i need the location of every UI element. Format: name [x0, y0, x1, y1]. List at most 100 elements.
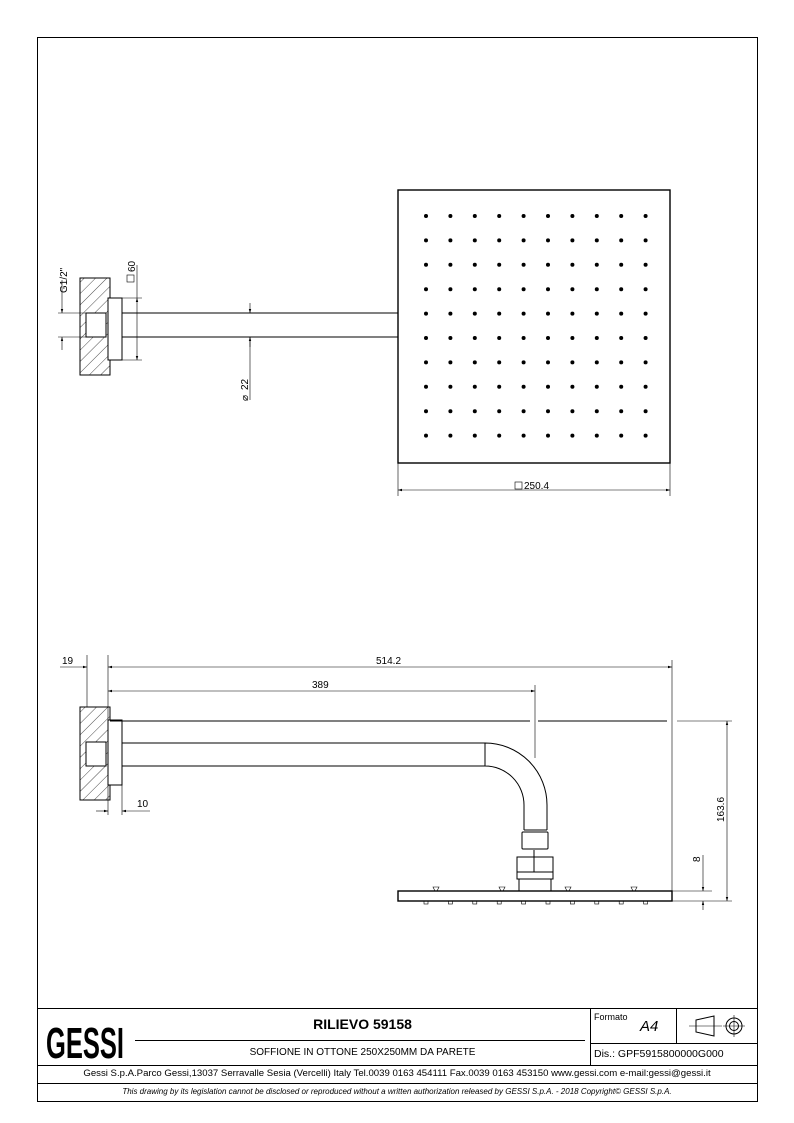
nozzle-dot	[521, 409, 526, 414]
nozzle-dot	[424, 311, 428, 316]
nozzle-dot	[594, 238, 599, 243]
nozzle-stud	[643, 900, 648, 905]
flange-dimension: 60	[127, 260, 138, 272]
nozzle-dot	[472, 433, 477, 438]
nozzle-dot	[424, 238, 428, 243]
nozzle-stud	[594, 900, 600, 905]
projection-symbol-icon	[689, 1015, 745, 1037]
copyright-disclaimer: This drawing by its legislation cannot b…	[122, 1087, 672, 1096]
nozzle-dot	[497, 262, 502, 267]
nozzle-dot	[643, 238, 648, 243]
nozzle-dot	[643, 360, 648, 365]
gessi-logo: GESSI	[46, 1019, 124, 1068]
nozzle-dot	[570, 287, 575, 292]
drawing-title: RILIEVO 59158	[313, 1016, 412, 1032]
nozzle-dot	[448, 409, 453, 414]
top-stud	[564, 886, 572, 892]
nozzle-dot	[619, 311, 624, 316]
nozzle-dot	[619, 384, 624, 389]
nozzle-dot	[448, 311, 453, 316]
arm-length-dimension: 389	[312, 680, 329, 691]
nozzle-dot	[594, 262, 599, 267]
nozzle-dot	[643, 384, 648, 389]
nozzle-dot	[472, 409, 477, 414]
nozzle-dot	[594, 409, 599, 414]
nozzle-dot	[497, 238, 502, 243]
nozzle-dot	[643, 409, 648, 414]
nozzle-dot	[521, 433, 526, 438]
nozzle-dot	[619, 214, 624, 218]
shower-arm	[122, 742, 548, 831]
nozzle-dot	[497, 287, 502, 292]
nozzle-dot	[472, 238, 477, 243]
total-length-dimension: 514.2	[376, 656, 401, 667]
head-size-dimension: 250.4	[524, 481, 549, 492]
nozzle-dot	[619, 433, 624, 438]
company-info: Gessi S.p.A.Parco Gessi,13037 Serravalle…	[83, 1068, 711, 1079]
nozzle-dot	[424, 360, 428, 365]
nozzle-dot	[570, 384, 575, 389]
nozzle-dot	[619, 262, 624, 267]
top-stud	[432, 886, 440, 892]
drawing-subtitle: SOFFIONE IN OTTONE 250X250MM DA PARETE	[249, 1047, 476, 1058]
nozzle-dot	[570, 262, 575, 267]
nozzle-stud	[472, 900, 478, 905]
nozzle-dot	[472, 311, 477, 316]
nozzle-dot	[521, 360, 526, 365]
nozzle-dot	[521, 336, 526, 340]
pipe-diameter-dimension: 22	[240, 378, 251, 390]
nozzle-dot	[521, 384, 526, 389]
nozzle-dot	[570, 238, 575, 243]
nozzle-dot	[448, 336, 453, 340]
nozzle-dot	[448, 433, 453, 438]
nozzle-dot	[643, 433, 648, 438]
nozzle-dot	[570, 214, 575, 218]
square-symbol-icon	[126, 274, 135, 283]
nozzle-stud	[423, 900, 429, 905]
nozzle-dot	[424, 433, 428, 438]
nozzle-dot	[521, 238, 526, 243]
nozzle-dot	[643, 336, 648, 340]
nozzle-dot	[497, 384, 502, 389]
drawing-frame	[37, 37, 758, 1102]
nozzle-stud	[521, 900, 526, 905]
nozzle-dot	[424, 409, 428, 414]
nozzle-dot	[521, 287, 526, 292]
square-symbol-icon	[514, 481, 523, 490]
nozzle-dot	[546, 214, 550, 218]
nozzle-stud	[618, 900, 624, 905]
nozzle-dot	[546, 311, 550, 316]
nozzle-dot	[594, 384, 599, 389]
nozzle-stud	[448, 900, 453, 905]
nozzle-dot	[472, 336, 477, 340]
top-stud	[498, 886, 506, 892]
nozzle-dot	[619, 360, 624, 365]
diameter-symbol-icon: ⌀	[240, 395, 251, 401]
nozzle-dot	[546, 360, 550, 365]
nozzle-dot	[619, 409, 624, 414]
nozzle-dot	[472, 262, 477, 267]
nozzle-stud	[570, 900, 575, 905]
nozzle-dot	[424, 384, 428, 389]
nozzle-dot	[472, 214, 477, 218]
format-value: A4	[640, 1018, 659, 1035]
title-block-grid: GESSI	[37, 1008, 758, 1084]
nozzle-dot	[497, 311, 502, 316]
nozzle-dot	[546, 384, 550, 389]
nozzle-dot	[472, 360, 477, 365]
nozzle-dot	[448, 214, 453, 218]
nozzle-grid	[424, 214, 648, 438]
nozzle-stud	[496, 900, 502, 905]
thread-dimension: G1/2"	[59, 267, 70, 293]
nozzle-dot	[424, 287, 428, 292]
nozzle-dot	[619, 287, 624, 292]
shower-head-plate	[397, 189, 671, 464]
side-view: 19 514.2 389 163.6 8 10	[60, 655, 732, 910]
flange-thickness-dimension: 10	[137, 799, 149, 810]
nozzle-dot	[570, 311, 575, 316]
nozzle-dot	[594, 287, 599, 292]
format-label: Formato	[594, 1012, 628, 1022]
nozzle-dot	[497, 336, 502, 340]
nozzle-dot	[497, 433, 502, 438]
